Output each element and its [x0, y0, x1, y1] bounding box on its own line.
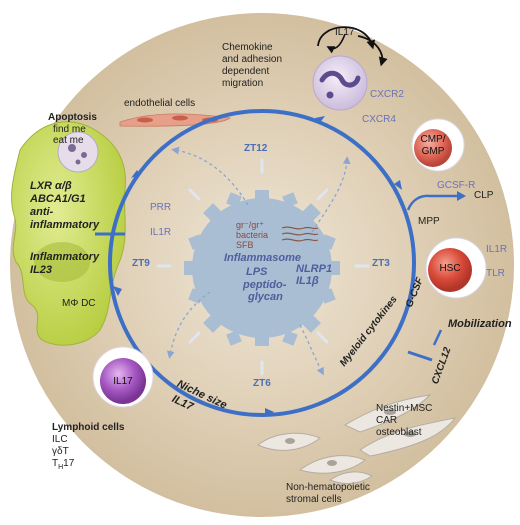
inflammasome-label: Inflammasome: [224, 252, 302, 264]
eat-me-label: eat me: [53, 135, 84, 146]
find-me-label: find me: [53, 124, 86, 135]
lymphoid-cell-nucleus: [100, 358, 146, 404]
inflammasome-gear: [184, 190, 340, 346]
peptidoglycan-label-2: glycan: [248, 291, 283, 303]
apoptotic-fragment-icon: [68, 144, 76, 152]
hsc-cell-nucleus: [428, 248, 472, 292]
chemokine-label-4: migration: [222, 78, 264, 89]
dashed-signal-arrows: [166, 146, 351, 376]
lymphoid-cells-label: Lymphoid cells: [52, 422, 125, 433]
cxcr4-label: CXCR4: [362, 114, 396, 125]
nlrp1-label: NLRP1: [296, 263, 333, 275]
lps-label: LPS: [246, 266, 268, 278]
il17-feedback-arrow: [317, 26, 376, 50]
endothelial-label: endothelial cells: [124, 98, 196, 109]
clock-ticks: [156, 158, 370, 376]
stromal-label-2: stromal cells: [286, 494, 342, 505]
il23-label: IL23: [30, 264, 53, 276]
osteoblast-label: osteoblast: [376, 427, 422, 438]
zt3-label: ZT3: [372, 258, 390, 269]
peptidoglycan-label-1: peptido-: [243, 279, 287, 291]
cmp-label-2: GMP: [421, 146, 445, 157]
nestin-label: Nestin+MSC: [376, 403, 433, 414]
il1r-left-label: IL1R: [150, 227, 172, 238]
il17-output-arrow: [357, 35, 388, 67]
il17-input-arrow: [326, 33, 346, 54]
th17-label: TH17: [52, 458, 75, 471]
chemokine-label-3: dependent: [222, 66, 270, 77]
gdt-label: γδT: [52, 446, 69, 457]
stromal-nuclei-icon: [285, 409, 416, 466]
cxcr2-label: CXCR2: [370, 89, 404, 100]
clp-branch-arrow: [406, 194, 460, 211]
apoptosis-label: Apoptosis: [48, 112, 97, 123]
macrophage-nucleus: [34, 242, 90, 282]
circadian-cycle-ring: [108, 109, 416, 417]
cycle-arrowhead-icon: [394, 180, 402, 190]
anti-label-1: anti-: [30, 206, 54, 218]
neutrophil-nucleus-icon: [319, 70, 361, 88]
neutrophil-cell-icon: [312, 55, 368, 111]
mobilization-label: Mobilization: [448, 318, 512, 330]
hsc-label: HSC: [439, 263, 461, 274]
cycle-arrowhead-icon: [113, 286, 122, 296]
gcsfr-label: GCSF-R: [437, 180, 476, 191]
macrophage-shape: [11, 121, 126, 346]
zt9-label: ZT9: [132, 258, 150, 269]
inhibition-bar: [407, 350, 433, 362]
apoptotic-fragment-icon: [81, 152, 87, 158]
clp-label: CLP: [474, 190, 494, 201]
lxr-label: LXR α/β: [30, 180, 72, 192]
ilc-label: ILC: [52, 434, 68, 445]
endothelial-nucleus-icon: [137, 117, 153, 123]
tlr-label: TLR: [486, 268, 505, 279]
cycle-arrowhead-icon: [265, 408, 274, 417]
apoptotic-fragment-icon: [75, 159, 81, 165]
chemokine-label-1: Chemokine: [222, 42, 273, 53]
cycle-arrowhead-icon: [131, 170, 140, 178]
zt6-label: ZT6: [253, 378, 271, 389]
cxcl12-inhibition-bar: [432, 329, 443, 346]
clp-arrowhead-icon: [457, 191, 466, 201]
il1r-right-label: IL1R: [486, 244, 508, 255]
endothelial-nucleus-icon: [172, 115, 188, 121]
abca-label: ABCA1/G1: [30, 193, 86, 205]
il17-top-label: IL17: [335, 27, 355, 38]
mpp-label: MPP: [418, 216, 440, 227]
cmp-gmp-cell-nucleus: [414, 129, 452, 167]
mphi-dc-label: MΦ DC: [62, 298, 96, 309]
stromal-label-1: Non-hematopoietic: [286, 482, 370, 493]
il1b-label: IL1β: [296, 275, 319, 287]
apoptotic-cell-icon: [57, 131, 99, 173]
inflammatory-label: Inflammatory: [30, 251, 100, 263]
microbes-label-3: SFB: [236, 240, 254, 250]
il17-cell-label: IL17: [113, 376, 133, 387]
car-label: CAR: [376, 415, 398, 426]
microbes-label-2: bacteria: [236, 230, 269, 240]
cycle-arrowhead-icon: [315, 116, 325, 124]
neutrophil-lobe-icon: [326, 91, 334, 99]
prr-label: PRR: [150, 202, 172, 213]
cmp-label-1: CMP/: [420, 134, 446, 145]
chemokine-label-2: and adhesion: [222, 54, 283, 65]
zt12-label: ZT12: [244, 143, 268, 154]
microbes-label-1: gr⁻/gr⁺: [236, 220, 265, 230]
anti-label-2: inflammatory: [30, 219, 100, 231]
